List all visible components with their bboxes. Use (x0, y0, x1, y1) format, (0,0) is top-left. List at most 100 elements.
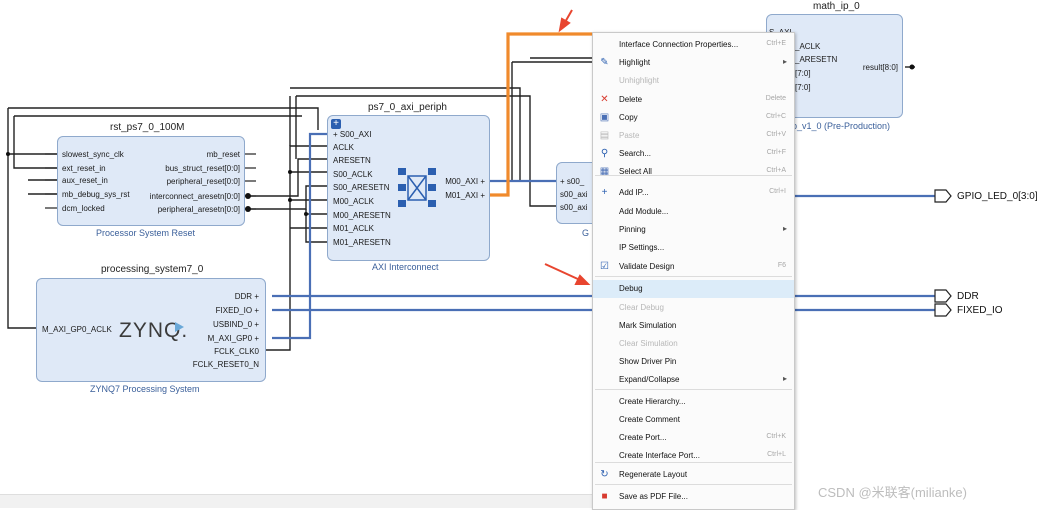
axi-port-out[interactable]: M01_AXI + (445, 191, 485, 200)
math-port-in[interactable]: [7:0] (795, 83, 811, 92)
ps-port-out[interactable]: FCLK_CLK0 (214, 347, 259, 356)
menu-item-label: Expand/Collapse (619, 375, 680, 384)
menu-separator (595, 276, 792, 277)
menu-item-ip-settings[interactable]: IP Settings... (593, 239, 794, 257)
submenu-arrow-icon: ▸ (782, 224, 787, 233)
horizontal-scrollbar[interactable] (0, 494, 592, 508)
menu-item-clear-simulation: Clear Simulation (593, 335, 794, 353)
menu-item-add-module[interactable]: Add Module... (593, 203, 794, 221)
zynq-logo-arrow-icon (175, 322, 184, 332)
expand-icon[interactable]: + (331, 119, 341, 129)
menu-item-label: Mark Simulation (619, 321, 677, 330)
menu-item-label: Pinning (619, 225, 646, 234)
axi-port-in[interactable]: S00_ACLK (333, 170, 373, 179)
axi-port-in[interactable]: M01_ARESETN (333, 238, 391, 247)
axi-port-label: M00_AXI (445, 177, 479, 186)
menu-item-shortcut: Ctrl+I (769, 188, 786, 195)
axi-port-in[interactable]: M00_ACLK (333, 197, 374, 206)
ps-port-label: M_AXI_GP0 (207, 334, 253, 343)
rst-port-in[interactable]: aux_reset_in (62, 176, 108, 185)
menu-item-label: Create Comment (619, 415, 680, 424)
external-port-gpio[interactable]: GPIO_LED_0[3:0] (957, 191, 1038, 202)
paste-icon: ▤ (599, 130, 610, 141)
menu-item-highlight[interactable]: ✎Highlight▸ (593, 54, 794, 72)
port-stubs (45, 153, 256, 210)
watermark: CSDN @米联客(milianke) (818, 485, 967, 500)
ps-block-subtitle: ZYNQ7 Processing System (90, 384, 200, 394)
ps-port-label: DDR (234, 292, 253, 301)
axi-port-out[interactable]: M00_AXI + (445, 177, 485, 186)
context-menu[interactable]: Interface Connection Properties...Ctrl+E… (592, 32, 795, 510)
axi-port-in[interactable]: M00_ARESETN (333, 211, 391, 220)
menu-item-shortcut: Ctrl+C (765, 113, 786, 120)
menu-item-label: Search... (619, 149, 652, 158)
menu-item-shortcut: F6 (777, 262, 786, 269)
axi-port-in[interactable]: S00_ARESETN (333, 183, 390, 192)
axi-port-label: M01_AXI (445, 191, 479, 200)
rst-block[interactable]: slowest_sync_clk ext_reset_in aux_reset_… (57, 136, 245, 226)
gpio-port-in[interactable]: s00_axi (560, 190, 588, 199)
menu-item-shortcut: Ctrl+F (766, 149, 786, 156)
rst-block-title: rst_ps7_0_100M (110, 122, 185, 133)
axi-port-in[interactable]: ARESETN (333, 156, 371, 165)
ps-port-label: USBIND_0 (212, 320, 253, 329)
menu-item-label: Regenerate Layout (619, 470, 688, 479)
menu-item-regenerate-layout[interactable]: ↻Regenerate Layout (593, 466, 794, 484)
menu-item-create-hierarchy[interactable]: Create Hierarchy... (593, 393, 794, 411)
external-port-arrows (934, 189, 952, 317)
menu-item-save-as-pdf-file[interactable]: ■Save as PDF File... (593, 488, 794, 506)
menu-item-label: Debug (619, 284, 643, 293)
menu-item-search[interactable]: ⚲Search...Ctrl+F (593, 145, 794, 163)
rst-port-out[interactable]: bus_struct_reset[0:0] (165, 164, 240, 173)
external-port-fixed-io[interactable]: FIXED_IO (957, 305, 1003, 316)
rst-port-out[interactable]: mb_reset (206, 150, 240, 159)
menu-item-unhighlight: Unhighlight (593, 72, 794, 90)
menu-item-label: Clear Simulation (619, 339, 678, 348)
menu-item-show-driver-pin[interactable]: Show Driver Pin (593, 353, 794, 371)
rst-port-out[interactable]: peripheral_reset[0:0] (166, 177, 240, 186)
axi-port-in[interactable]: M01_ACLK (333, 224, 374, 233)
axi-block[interactable]: + + S00_AXI ACLK ARESETN S00_ACLK S00_AR… (327, 115, 490, 261)
axi-port-in[interactable]: + S00_AXI (333, 130, 372, 139)
menu-item-add-ip[interactable]: +Add IP...Ctrl+I (593, 184, 794, 202)
external-port-ddr[interactable]: DDR (957, 291, 979, 302)
math-port-in[interactable]: _ARESETN (795, 55, 838, 64)
rst-port-in[interactable]: dcm_locked (62, 204, 105, 213)
rst-port-out[interactable]: peripheral_aresetn[0:0] (157, 205, 240, 214)
gpio-port-in[interactable]: + s00_ (560, 177, 585, 186)
rst-port-in[interactable]: mb_debug_sys_rst (62, 190, 130, 199)
highlight-icon: ✎ (600, 57, 609, 68)
menu-item-shortcut: Ctrl+K (766, 433, 786, 440)
annotation-arrows (544, 9, 591, 285)
menu-item-create-comment[interactable]: Create Comment (593, 411, 794, 429)
menu-item-label: Add Module... (619, 207, 669, 216)
menu-item-mark-simulation[interactable]: Mark Simulation (593, 317, 794, 335)
math-port-in[interactable]: _ACLK (795, 42, 821, 51)
menu-item-create-port[interactable]: Create Port...Ctrl+K (593, 429, 794, 447)
menu-item-interface-connection-properties[interactable]: Interface Connection Properties...Ctrl+E (593, 36, 794, 54)
axi-block-title: ps7_0_axi_periph (368, 102, 447, 113)
menu-item-expand-collapse[interactable]: Expand/Collapse▸ (593, 371, 794, 389)
ps-port-out[interactable]: M_AXI_GP0 + (207, 334, 259, 343)
menu-item-create-interface-port[interactable]: Create Interface Port...Ctrl+L (593, 447, 794, 465)
ps-port-out[interactable]: USBIND_0 + (212, 320, 259, 329)
ps-port-in[interactable]: M_AXI_GP0_ACLK (42, 325, 112, 334)
ps-port-out[interactable]: FCLK_RESET0_N (192, 360, 259, 369)
menu-item-debug[interactable]: Debug (593, 280, 794, 298)
axi-port-in[interactable]: ACLK (333, 143, 354, 152)
gpio-port-in[interactable]: s00_axi (560, 203, 588, 212)
rst-port-in[interactable]: ext_reset_in (62, 164, 106, 173)
ps-port-out[interactable]: DDR + (234, 292, 259, 301)
ps-port-out[interactable]: FIXED_IO + (215, 306, 259, 315)
math-port-out[interactable]: result[8:0] (862, 63, 898, 72)
rst-port-in[interactable]: slowest_sync_clk (62, 150, 124, 159)
math-port-in[interactable]: [7:0] (795, 69, 811, 78)
ps-block[interactable]: M_AXI_GP0_ACLK ZYNQ. DDR + FIXED_IO + US… (36, 278, 266, 382)
menu-item-pinning[interactable]: Pinning ▸ (593, 221, 794, 239)
rst-port-out[interactable]: interconnect_aresetn[0:0] (149, 192, 240, 201)
validate-icon: ☑ (600, 261, 609, 272)
